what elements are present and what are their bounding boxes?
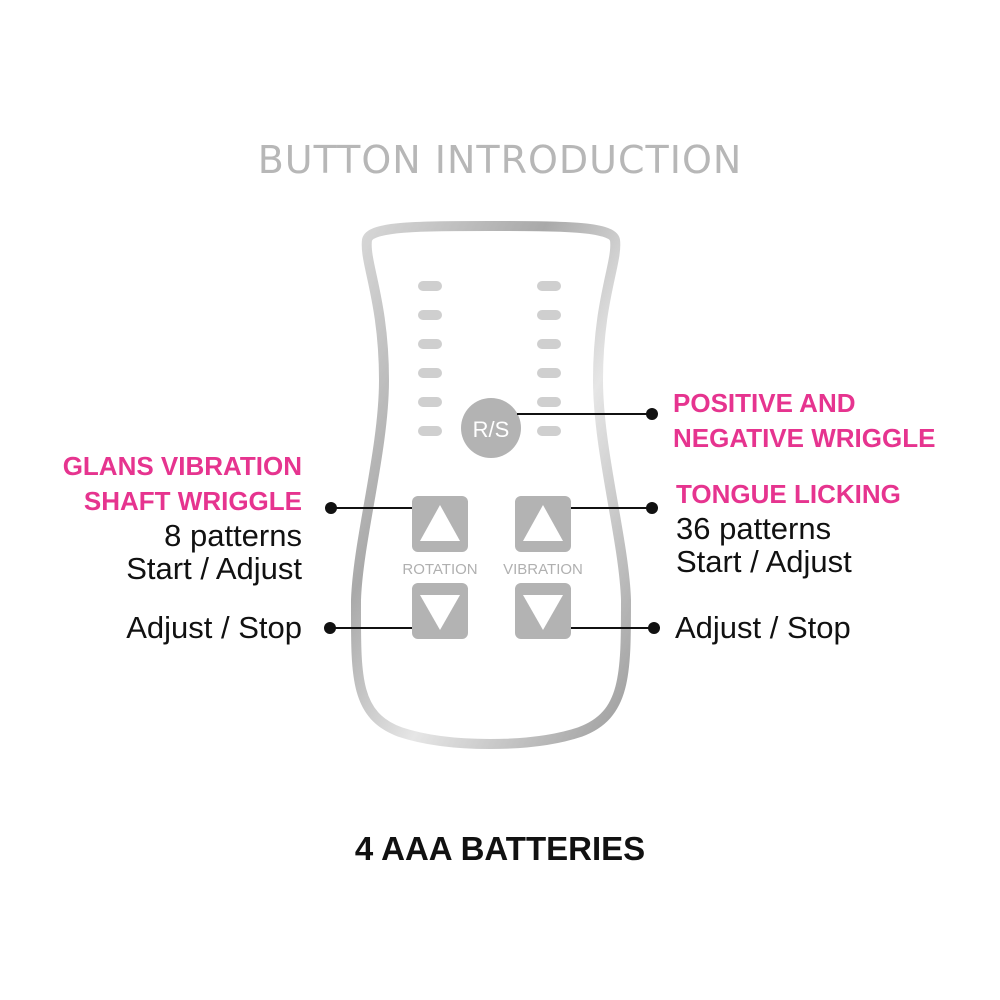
arrow-down-icon	[523, 595, 563, 630]
battery-note: 4 AAA BATTERIES	[354, 830, 646, 867]
led-column-left	[418, 281, 442, 436]
leader-lines	[330, 413, 654, 629]
arrow-up-icon	[420, 505, 460, 541]
tongue-label: TONGUE LICKING	[676, 479, 901, 509]
vibration-start-label: Start / Adjust	[676, 544, 852, 579]
remote-outline	[350, 221, 632, 750]
vibration-stop-label: Adjust / Stop	[675, 610, 851, 645]
arrow-up-icon	[523, 505, 563, 541]
rotation-stop-label: Adjust / Stop	[126, 610, 302, 645]
rs-button-label: R/S	[473, 417, 510, 442]
vibration-patterns: 36 patterns	[676, 511, 832, 546]
rotation-label: ROTATION	[402, 561, 477, 578]
glans-label: GLANS VIBRATION	[62, 451, 302, 481]
page-title: BUTTON INTRODUCTION	[257, 138, 743, 182]
led-column-right	[537, 281, 561, 436]
vibration-label: VIBRATION	[503, 561, 583, 578]
rs-annotation-line2: NEGATIVE WRIGGLE	[673, 423, 936, 453]
rs-annotation-line1: POSITIVE AND	[673, 388, 856, 418]
leader-dots	[324, 408, 660, 634]
rs-button[interactable]	[461, 398, 521, 458]
shaft-label: SHAFT WRIGGLE	[83, 486, 302, 516]
arrow-down-icon	[420, 595, 460, 630]
rotation-start-label: Start / Adjust	[126, 551, 302, 586]
rs-annotation: POSITIVE AND NEGATIVE WRIGGLE	[673, 386, 993, 456]
vibration-up-annotation: TONGUE LICKING 36 patterns Start / Adjus…	[676, 477, 976, 578]
rotation-up-annotation: GLANS VIBRATION SHAFT WRIGGLE 8 patterns…	[20, 449, 302, 585]
rotation-patterns: 8 patterns	[164, 518, 302, 553]
